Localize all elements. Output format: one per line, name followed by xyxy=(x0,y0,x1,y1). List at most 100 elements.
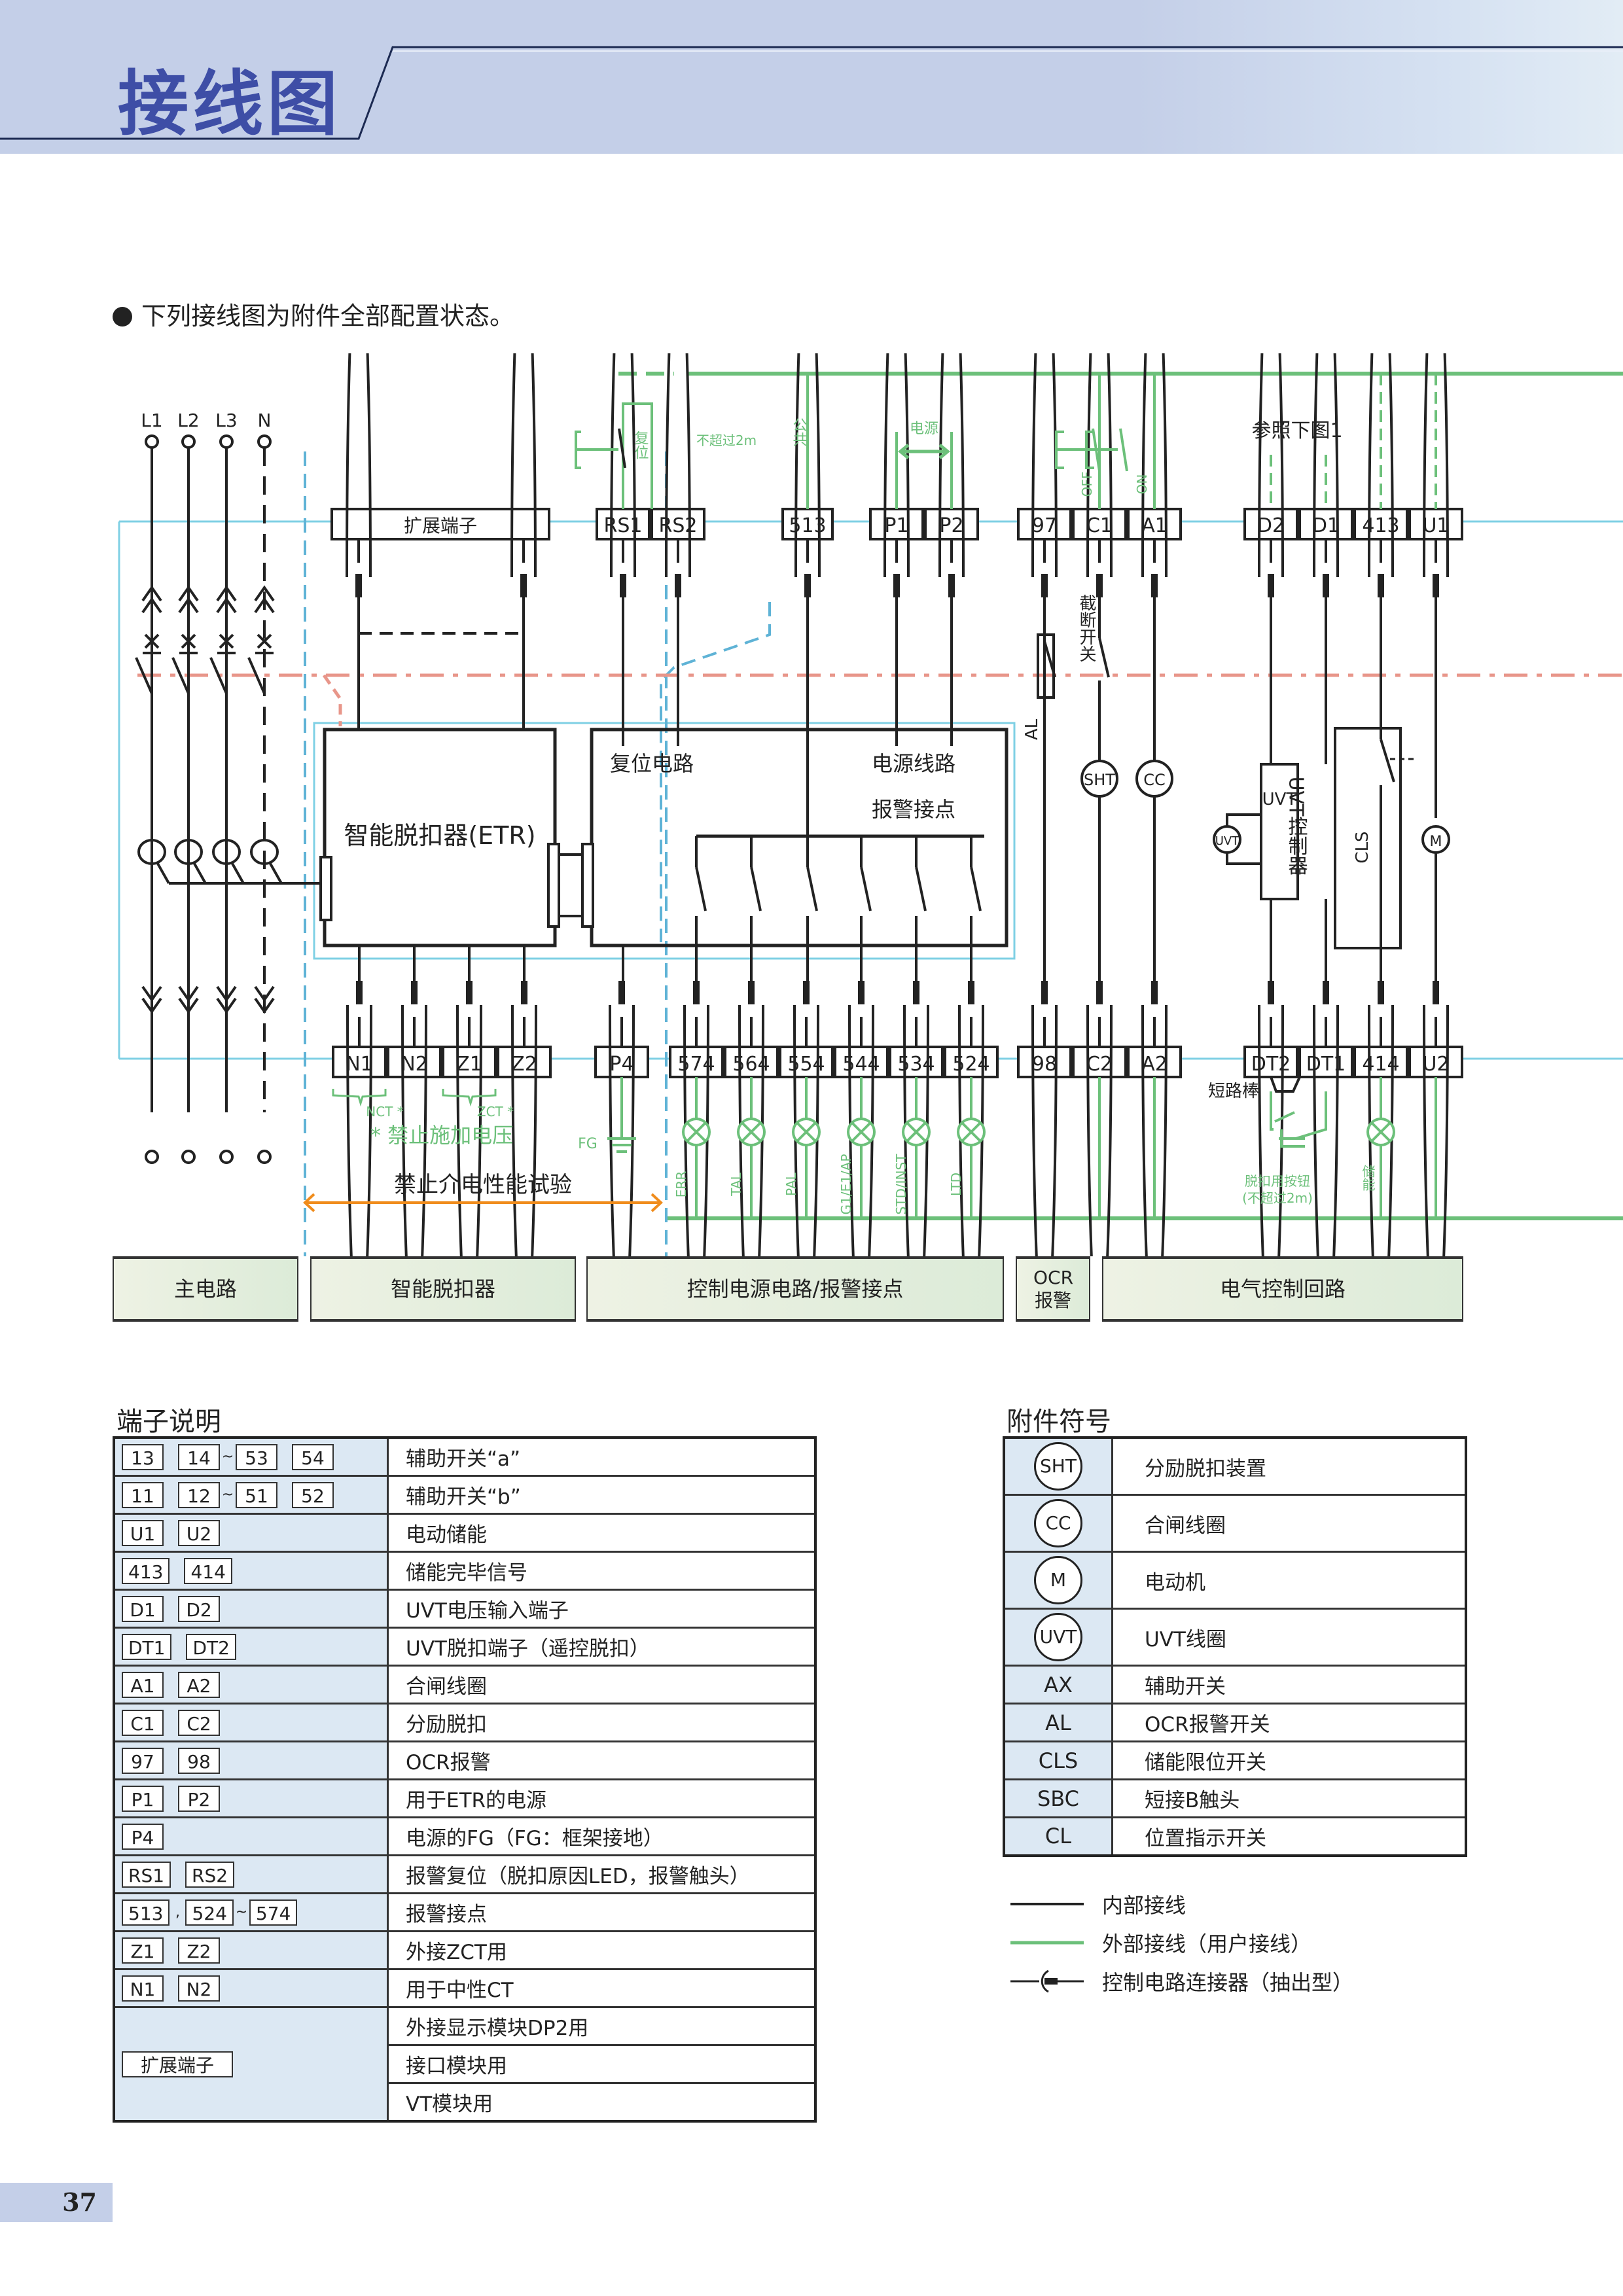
terminal-box: 53 xyxy=(236,1443,277,1470)
symbol-cell: M xyxy=(1004,1551,1113,1609)
connector-socket xyxy=(610,353,636,578)
trip-button-label: 脱扣用按钮 xyxy=(1245,1173,1310,1189)
legend-external-wire: 外部接线（用户接线） xyxy=(1008,1923,1353,1962)
symbol-circle-icon: UVT xyxy=(1034,1613,1082,1661)
terminal-label: RS1 xyxy=(604,514,643,537)
section-electrical-control: 电气控制回路 xyxy=(1102,1256,1463,1322)
connector-plug xyxy=(520,574,527,597)
connector-plug xyxy=(1041,981,1048,1004)
connector-socket xyxy=(1258,1004,1284,1256)
etr-housing-outline xyxy=(313,722,1016,960)
terminal-box: N2 xyxy=(178,1975,220,2002)
bottom-terminal-block xyxy=(442,1046,497,1078)
terminal-label: Z1 xyxy=(456,1053,482,1076)
terminal-description: 电源的FG（FG：框架接地） xyxy=(387,1816,815,1856)
top-terminal-block xyxy=(1243,508,1298,540)
line-legend: 内部接线 外部接线（用户接线） 控制电路连接器（抽出型） xyxy=(1008,1884,1353,2000)
ct-lead xyxy=(230,862,245,884)
off-label: OFF xyxy=(1079,472,1095,497)
section-label: 智能脱扣器 xyxy=(390,1277,495,1301)
connector-plug xyxy=(675,574,681,597)
connector-socket xyxy=(1258,353,1284,578)
connector-socket xyxy=(456,1004,482,1256)
lamp-label: TAL xyxy=(728,1172,744,1196)
terminal-label: U2 xyxy=(1422,1053,1449,1076)
bottom-terminal-block xyxy=(669,1046,724,1078)
symbol-cell: CC xyxy=(1004,1494,1113,1552)
current-transformer xyxy=(212,839,241,865)
drawout-contact-upper xyxy=(178,585,199,614)
terminal-box: N1 xyxy=(122,1975,164,2002)
connector-plug xyxy=(693,981,700,1004)
common-label: 公共 xyxy=(791,417,807,446)
bottom-terminal-block xyxy=(834,1046,889,1078)
bottom-terminal-block xyxy=(1298,1046,1353,1078)
terminal-box: 52 xyxy=(292,1481,334,1508)
terminal-label: P1 xyxy=(884,514,908,537)
symbol-description: 储能限位开关 xyxy=(1112,1740,1466,1780)
drawout-boundary-line xyxy=(322,674,342,726)
connector-socket xyxy=(848,1004,874,1256)
terminal-description: 报警接点 xyxy=(387,1892,815,1932)
alarm-contact xyxy=(750,866,762,911)
terminal-label: Z2 xyxy=(511,1053,537,1076)
terminal-box: DT2 xyxy=(186,1633,236,1660)
terminal-label: C1 xyxy=(1086,514,1113,537)
connector-socket xyxy=(793,1004,819,1256)
symbol-code: SBC xyxy=(1037,1786,1080,1811)
terminal-label: D1 xyxy=(1312,514,1340,537)
dielectric-test-arrow xyxy=(303,1193,663,1212)
terminal-label: 564 xyxy=(732,1053,770,1076)
terminal-box: 12 xyxy=(178,1481,220,1508)
al-label: AL xyxy=(1022,718,1042,740)
symbol-cell: UVT xyxy=(1004,1608,1113,1666)
terminal-cell: 扩展端子 xyxy=(114,2006,389,2121)
terminal-description: 用于中性CT xyxy=(387,1968,815,2007)
bottom-terminal-block xyxy=(944,1046,999,1078)
symbol-code: AL xyxy=(1045,1710,1071,1735)
terminal-box: RS1 xyxy=(122,1861,171,1888)
terminal-label: N2 xyxy=(401,1053,428,1076)
terminal-box: A2 xyxy=(178,1671,220,1698)
terminal-description: 外接显示模块DP2用 xyxy=(387,2006,815,2045)
connector-socket xyxy=(1368,353,1394,578)
alarm-lamp-cross xyxy=(906,1122,927,1142)
alarm-contact xyxy=(695,866,707,911)
connector-plug xyxy=(466,981,473,1004)
section-ocr-alarm: OCR报警 xyxy=(1016,1256,1090,1322)
connector-socket xyxy=(958,1004,984,1256)
terminal-description: 辅助开关“a” xyxy=(387,1436,815,1476)
pole-top-terminal xyxy=(145,434,159,449)
terminal-box: 97 xyxy=(122,1747,164,1774)
terminal-description: 接口模块用 xyxy=(387,2044,815,2083)
range-separator: ~ xyxy=(221,1487,234,1503)
terminal-cell: N1 N2 xyxy=(114,1968,389,2007)
pole-label: L3 xyxy=(215,410,237,431)
connector-plug xyxy=(1151,574,1158,597)
etr-label: 智能脱扣器(ETR) xyxy=(344,821,535,850)
alarm-contact xyxy=(860,866,872,911)
bottom-terminal-block xyxy=(594,1046,649,1078)
terminal-box: Z1 xyxy=(122,1937,164,1964)
intro-text: 下列接线图为附件全部配置状态。 xyxy=(141,302,515,330)
connector-socket xyxy=(903,1004,929,1256)
terminal-label: P2 xyxy=(939,514,963,537)
symbol-cell: CL xyxy=(1004,1816,1113,1856)
terminal-box: P4 xyxy=(122,1823,164,1850)
page-header xyxy=(0,0,1623,154)
pole-label: N xyxy=(258,410,272,431)
terminal-label: 扩展端子 xyxy=(404,515,477,537)
